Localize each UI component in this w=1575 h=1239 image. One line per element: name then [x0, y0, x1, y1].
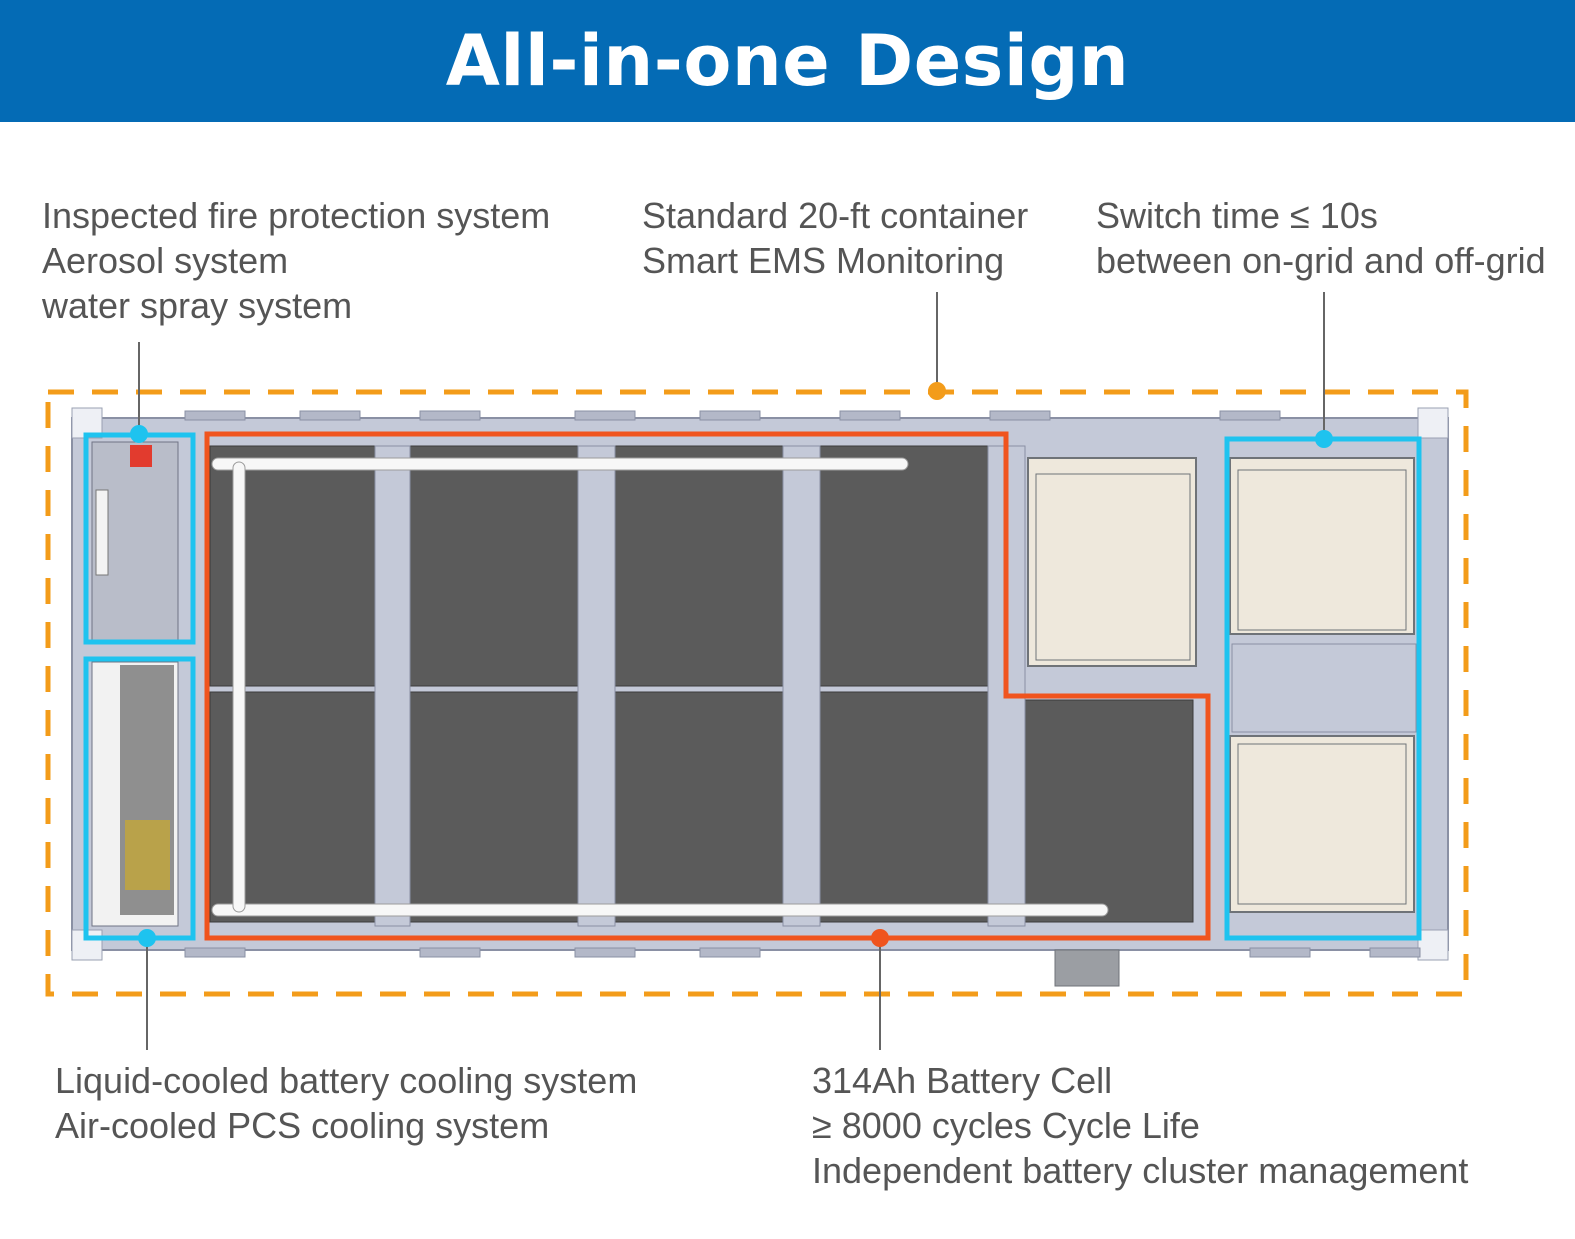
battery-modules	[209, 445, 1194, 923]
battery-cluster-outline	[204, 431, 1211, 941]
callout-line: Liquid-cooled battery cooling system	[55, 1060, 638, 1101]
coolant-pipes	[211, 457, 1109, 917]
rack-posts	[374, 445, 1026, 927]
fire-protection-cabinet	[91, 441, 179, 641]
callout-line: water spray system	[42, 285, 353, 326]
callout-line: Inspected fire protection system	[42, 195, 551, 236]
callout-line: Independent battery cluster management	[812, 1150, 1469, 1191]
leader-lines	[138, 292, 1325, 1050]
ems-cabinet	[1027, 457, 1197, 667]
page-title: All-in-one Design	[445, 20, 1130, 102]
callout-line: ≥ 8000 cycles Cycle Life	[812, 1105, 1200, 1146]
container-outline	[45, 389, 1469, 997]
callout-switch-time: Switch time ≤ 10s between on-grid and of…	[1096, 193, 1546, 283]
callout-battery: 314Ah Battery Cell ≥ 8000 cycles Cycle L…	[812, 1058, 1468, 1193]
callout-line: between on-grid and off-grid	[1096, 240, 1546, 281]
callout-line: Switch time ≤ 10s	[1096, 195, 1378, 236]
pcs-cabinets	[1229, 457, 1417, 913]
callout-line: Standard 20-ft container	[642, 195, 1029, 236]
cooling-unit	[91, 661, 179, 927]
anchor-dots	[130, 382, 1333, 947]
callout-container: Standard 20-ft container Smart EMS Monit…	[642, 193, 1028, 283]
callout-line: Smart EMS Monitoring	[642, 240, 1005, 281]
callout-line: Aerosol system	[42, 240, 289, 281]
callout-line: 314Ah Battery Cell	[812, 1060, 1113, 1101]
callout-fire-protection: Inspected fire protection system Aerosol…	[42, 193, 550, 328]
callout-line: Air-cooled PCS cooling system	[55, 1105, 550, 1146]
title-banner: All-in-one Design	[0, 0, 1575, 122]
callout-cooling: Liquid-cooled battery cooling system Air…	[55, 1058, 637, 1148]
